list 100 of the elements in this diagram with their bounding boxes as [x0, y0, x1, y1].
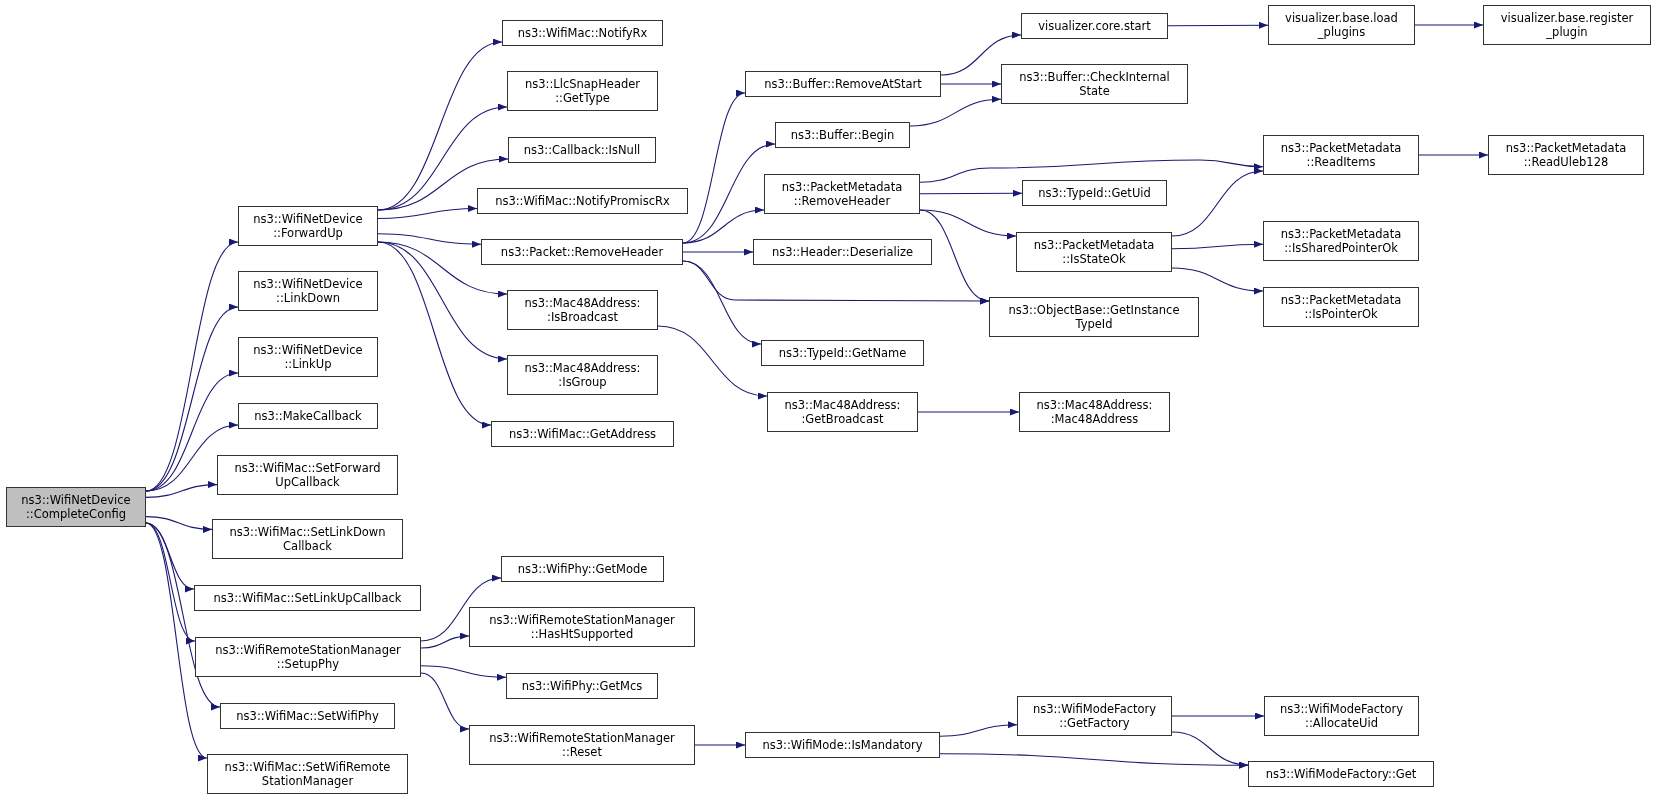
function-box: [194, 585, 421, 611]
function-box: [989, 297, 1199, 337]
function-name: ns3::WifiMac::SetWifiRemote StationManager: [223, 760, 392, 788]
function-box: [481, 239, 683, 265]
function-box: [238, 271, 378, 311]
function-name: ns3::WifiRemoteStationManager ::Reset: [488, 731, 676, 759]
function-name: ns3::WifiNetDevice ::LinkUp: [252, 343, 364, 371]
function-name: ns3::TypeId::GetUid: [1038, 186, 1151, 200]
function-name: ns3::WifiNetDevice ::CompleteConfig: [20, 493, 132, 521]
call-arrow: [1171, 168, 1264, 237]
function-name: ns3::PacketMetadata ::ReadItems: [1279, 141, 1403, 169]
function-name: ns3::WifiModeFactory::Get: [1265, 767, 1417, 781]
function-name: ns3::WifiPhy::GetMode: [517, 562, 648, 576]
function-name: ns3::ObjectBase::GetInstance TypeId: [1007, 303, 1181, 331]
call-arrow: [919, 209, 990, 303]
call-arrow: [682, 260, 762, 347]
function-name: ns3::Buffer::Begin: [790, 128, 895, 142]
function-box: [501, 556, 664, 582]
call-arrow: [145, 522, 208, 759]
function-name: ns3::WifiMac::GetAddress: [508, 427, 657, 441]
function-box: [767, 392, 918, 432]
function-box: [761, 340, 924, 366]
function-name: ns3::WifiModeFactory ::AllocateUid: [1278, 702, 1405, 730]
function-box: [469, 725, 695, 765]
function-box: [1022, 180, 1167, 206]
call-arrow: [917, 408, 1020, 416]
call-arrow: [940, 80, 1002, 88]
function-box: [1263, 135, 1419, 175]
function-name: ns3::WifiMac::SetForward UpCallback: [233, 461, 382, 489]
function-box: [1483, 5, 1651, 45]
function-name: ns3::Header::Deserialize: [771, 245, 914, 259]
function-box: [238, 403, 378, 429]
call-arrow: [657, 325, 768, 399]
function-name: ns3::WifiMac::SetLinkUpCallback: [213, 591, 402, 605]
function-name: ns3::WifiMac::SetWifiPhy: [236, 709, 379, 723]
function-name: ns3::TypeId::GetName: [778, 346, 907, 360]
call-arrow: [377, 241, 492, 427]
function-box: [1017, 696, 1172, 736]
function-name: ns3::Callback::IsNull: [523, 143, 641, 157]
function-name: ns3::WifiRemoteStationManager ::SetupPhy: [214, 643, 402, 671]
call-arrow: [145, 516, 213, 533]
function-name: ns3::Mac48Address: :Mac48Address: [1035, 398, 1154, 426]
call-arrow: [1418, 151, 1489, 159]
call-arrow: [919, 159, 1264, 183]
call-arrow: [940, 32, 1022, 76]
function-box: [6, 487, 146, 527]
function-box: [1001, 64, 1188, 104]
call-arrow: [1414, 21, 1484, 29]
function-box: [477, 188, 688, 214]
function-name: ns3::WifiMac::NotifyPromiscRx: [495, 194, 670, 208]
function-box: [1019, 392, 1170, 432]
function-box: [1268, 5, 1415, 45]
function-name: ns3::PacketMetadata ::IsStateOk: [1032, 238, 1156, 266]
function-box: [195, 637, 421, 677]
function-name: ns3::Mac48Address: :IsBroadcast: [523, 296, 642, 324]
function-name: ns3::LlcSnapHeader ::GetType: [523, 77, 642, 105]
call-arrow: [1171, 240, 1264, 250]
function-box: [506, 673, 658, 699]
function-name: ns3::WifiMac::SetLinkDown Callback: [228, 525, 387, 553]
function-name: ns3::PacketMetadata ::RemoveHeader: [780, 180, 904, 208]
call-arrow: [377, 156, 509, 211]
function-box: [1263, 287, 1419, 327]
function-name: ns3::WifiRemoteStationManager ::HasHtSupported: [488, 613, 676, 641]
function-box: [507, 71, 658, 111]
function-name: ns3::Buffer::CheckInternal State: [1018, 70, 1171, 98]
function-name: ns3::WifiPhy::GetMcs: [521, 679, 643, 693]
call-arrow: [420, 672, 470, 732]
function-name: visualizer.base.register _plugin: [1499, 11, 1635, 39]
call-arrow: [420, 632, 470, 649]
function-box: [1263, 221, 1419, 261]
function-box: [1016, 232, 1172, 272]
function-box: [507, 290, 658, 330]
function-name: ns3::Packet::RemoveHeader: [500, 245, 664, 259]
function-name: ns3::Buffer::RemoveAtStart: [764, 77, 922, 91]
call-arrow: [377, 241, 508, 362]
function-name: ns3::WifiModeFactory ::GetFactory: [1031, 702, 1158, 730]
function-name: ns3::Mac48Address: :GetBroadcast: [783, 398, 902, 426]
function-name: ns3::MakeCallback: [254, 409, 362, 423]
call-arrow: [909, 96, 1002, 127]
call-arrow: [145, 481, 218, 498]
function-box: [745, 732, 940, 758]
call-arrow: [145, 422, 239, 492]
function-name: ns3::PacketMetadata ::IsSharedPointerOk: [1279, 227, 1403, 255]
call-arrow: [919, 189, 1023, 197]
function-name: ns3::WifiNetDevice ::LinkDown: [252, 277, 364, 305]
call-arrow: [420, 665, 507, 681]
call-arrow: [1167, 21, 1269, 29]
function-box: [1248, 761, 1434, 787]
function-box: [207, 754, 408, 794]
function-name: ns3::PacketMetadata ::ReadUleb128: [1504, 141, 1628, 169]
function-name: visualizer.core.start: [1038, 19, 1151, 33]
function-box: [508, 137, 656, 163]
function-box: [217, 455, 398, 495]
call-arrow: [694, 741, 746, 749]
function-box: [764, 174, 920, 214]
call-arrow: [682, 248, 754, 256]
function-box: [220, 703, 395, 729]
call-arrow: [939, 721, 1018, 737]
call-arrow: [377, 233, 482, 248]
function-box: [469, 607, 695, 647]
